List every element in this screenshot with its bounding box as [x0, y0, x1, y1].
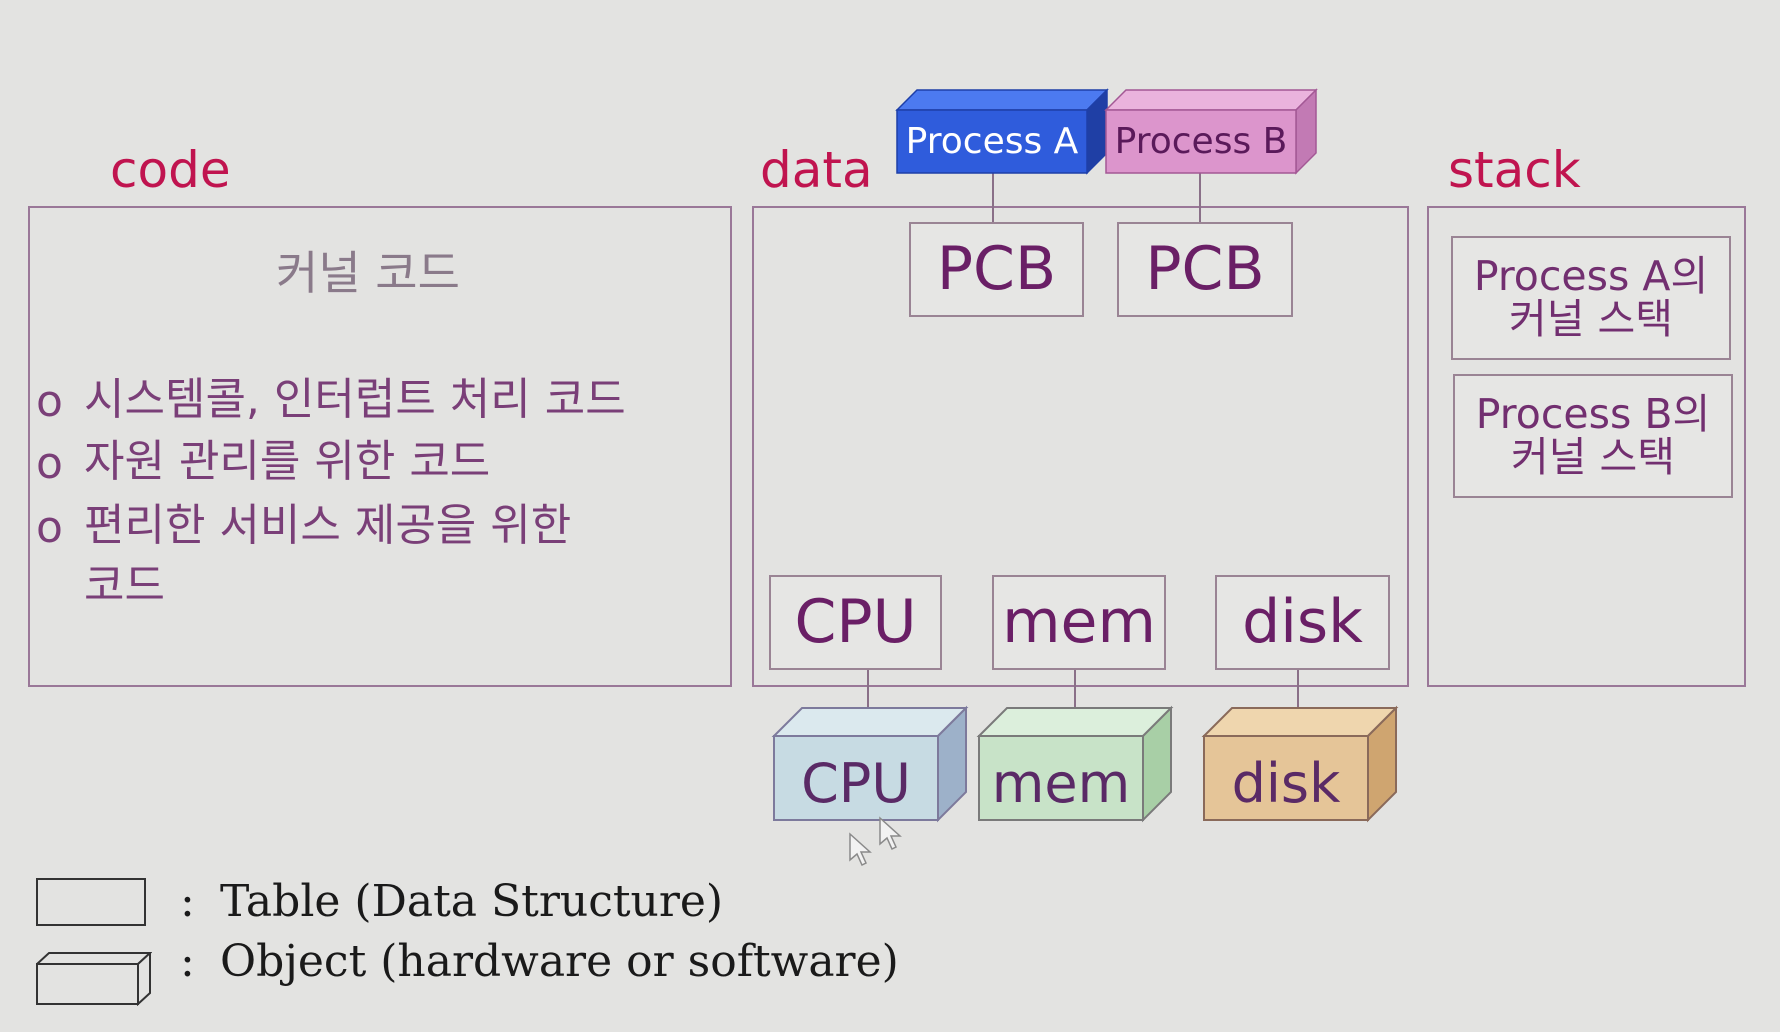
bullet-marker: o: [36, 502, 63, 553]
process-a-label: Process A: [905, 121, 1079, 162]
code-panel: [28, 206, 732, 687]
legend-colon: :: [180, 876, 195, 927]
stack-item-line: Process B의: [1475, 389, 1711, 438]
data-panel: [752, 206, 1409, 687]
pcb-table-b: PCB: [1117, 222, 1293, 317]
bullet-item-continued: 코드: [84, 560, 165, 611]
legend-colon: :: [180, 936, 195, 987]
process-a-shape: [895, 88, 1109, 175]
legend-object-text: Object (hardware or software): [220, 936, 899, 987]
stack-item-line: 커널 스택: [1511, 433, 1675, 481]
stack-section-title: stack: [1448, 141, 1581, 199]
stack-panel: [1427, 206, 1746, 687]
stack-item-line: Process A의: [1473, 251, 1709, 300]
disk-object-shape: [1201, 705, 1399, 823]
bullet-marker: o: [36, 376, 63, 427]
bullet-item: 시스템콜, 인터럽트 처리 코드: [84, 374, 626, 425]
pcb-table-a: PCB: [909, 222, 1084, 317]
mouse-cursor-icon: [879, 816, 902, 851]
mem-object-shape: [976, 705, 1174, 823]
code-section-title: code: [110, 141, 231, 199]
disk-object-label: disk: [1231, 751, 1341, 815]
cpu-table: CPU: [769, 575, 942, 670]
bullet-marker: o: [36, 438, 63, 489]
data-section-title: data: [760, 141, 873, 199]
mem-object-label: mem: [991, 751, 1131, 815]
cpu-object-shape: [771, 705, 969, 823]
mem-table: mem: [992, 575, 1166, 670]
process-a-object: Process A: [895, 88, 1109, 175]
stack-item-process-b: Process B의 커널 스택: [1453, 374, 1733, 498]
cpu-object: CPU: [771, 705, 969, 823]
stack-item-line: 커널 스택: [1509, 295, 1673, 343]
bullet-item: 편리한 서비스 제공을 위한: [84, 500, 572, 551]
stack-item-process-a: Process A의 커널 스택: [1451, 236, 1731, 360]
kernel-code-title: 커널 코드: [276, 246, 460, 300]
bullet-item: 자원 관리를 위한 코드: [84, 436, 491, 487]
legend-table-text: Table (Data Structure): [220, 876, 724, 927]
mem-object: mem: [976, 705, 1174, 823]
legend-table-symbol: [36, 878, 146, 926]
legend-object-symbol: [36, 952, 152, 1006]
process-b-label: Process B: [1114, 121, 1288, 162]
process-b-shape: [1104, 88, 1318, 175]
cpu-object-label: CPU: [801, 751, 911, 815]
disk-table: disk: [1215, 575, 1390, 670]
disk-object: disk: [1201, 705, 1399, 823]
process-b-object: Process B: [1104, 88, 1318, 175]
mouse-cursor-icon: [849, 832, 872, 867]
